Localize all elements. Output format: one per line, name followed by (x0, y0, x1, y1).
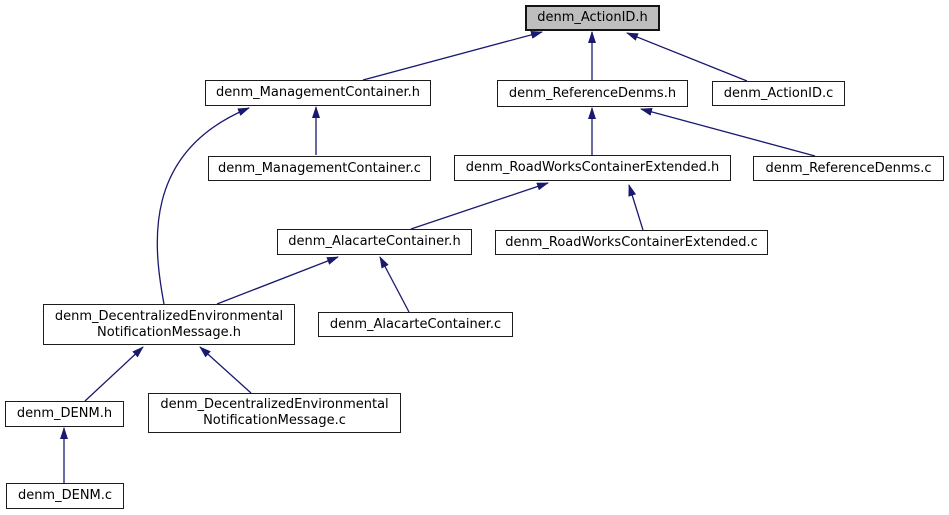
edge-denm-decentralizedenvironmentalnotificationmessage-h-to-denm-alacartecontainer-h (216, 256, 339, 305)
node-label-line-2: NotificationMessage.h (97, 324, 241, 340)
node-denm-referencedenms-c[interactable]: denm_ReferenceDenms.c (753, 156, 944, 181)
edge-denm-actionid-c-to-denm-actionid-h (626, 32, 748, 82)
node-label: denm_ManagementContainer.h (216, 85, 420, 100)
node-denm-decentralizedenvironmentalnotificationmessage-h[interactable]: denm_DecentralizedEnvironmental Notifica… (43, 304, 295, 345)
edge-denm-managementcontainer-h-to-denm-actionid-h (362, 30, 543, 81)
edge-denm-alacartecontainer-c-to-denm-alacartecontainer-h (379, 256, 410, 313)
node-label-line-1: denm_DecentralizedEnvironmental (54, 308, 284, 324)
node-label: denm_ReferenceDenms.h (508, 85, 677, 101)
node-denm-alacartecontainer-h[interactable]: denm_AlacarteContainer.h (277, 229, 472, 255)
node-denm-referencedenms-h[interactable]: denm_ReferenceDenms.h (497, 80, 688, 107)
node-denm-actionid-h[interactable]: denm_ActionID.h (525, 5, 660, 31)
node-label: denm_DENM.c (17, 488, 113, 503)
edge-denm-roadworkscontainerextended-c-to-denm-roadworkscontainerextended-h (628, 184, 644, 231)
edge-denm-decentralizedenvironmentalnotificationmessage-h-to-denm-managementcontainer-h (156, 107, 250, 305)
edge-denm-referencedenms-c-to-denm-referencedenms-h (640, 108, 816, 157)
node-label: denm_DENM.h (16, 406, 113, 421)
node-denm-managementcontainer-c[interactable]: denm_ManagementContainer.c (208, 156, 431, 181)
node-label: denm_ActionID.c (723, 85, 834, 101)
node-denm-actionid-c[interactable]: denm_ActionID.c (712, 81, 845, 106)
node-denm-roadworkscontainerextended-h[interactable]: denm_RoadWorksContainerExtended.h (454, 155, 731, 181)
node-denm-decentralizedenvironmentalnotificationmessage-c[interactable]: denm_DecentralizedEnvironmental Notifica… (148, 393, 401, 433)
node-denm-denm-h[interactable]: denm_DENM.h (5, 401, 124, 427)
node-label: denm_ActionID.h (537, 10, 648, 25)
node-label: denm_AlacarteContainer.c (329, 316, 502, 332)
edge-denm-alacartecontainer-h-to-denm-roadworkscontainerextended-h (410, 182, 549, 230)
node-label-line-2: NotificationMessage.c (203, 413, 346, 428)
node-label: denm_ReferenceDenms.c (765, 160, 932, 176)
edge-denm-denm-h-to-denm-decentralizedenvironmentalnotificationmessage-h (84, 346, 144, 402)
node-label-line-1: denm_DecentralizedEnvironmental (160, 397, 389, 412)
edge-denm-decentralizedenvironmentalnotificationmessage-c-to-denm-decentralizedenvironmentalnotificationmessage-h (199, 346, 252, 394)
node-label: denm_RoadWorksContainerExtended.h (465, 160, 720, 175)
node-denm-alacartecontainer-c[interactable]: denm_AlacarteContainer.c (318, 312, 513, 337)
node-denm-roadworkscontainerextended-c[interactable]: denm_RoadWorksContainerExtended.c (495, 230, 768, 255)
node-label: denm_RoadWorksContainerExtended.c (505, 234, 758, 250)
node-label: denm_ManagementContainer.c (218, 160, 421, 176)
node-denm-denm-c[interactable]: denm_DENM.c (6, 483, 124, 509)
node-label: denm_AlacarteContainer.h (288, 234, 461, 249)
node-denm-managementcontainer-h[interactable]: denm_ManagementContainer.h (205, 80, 431, 106)
